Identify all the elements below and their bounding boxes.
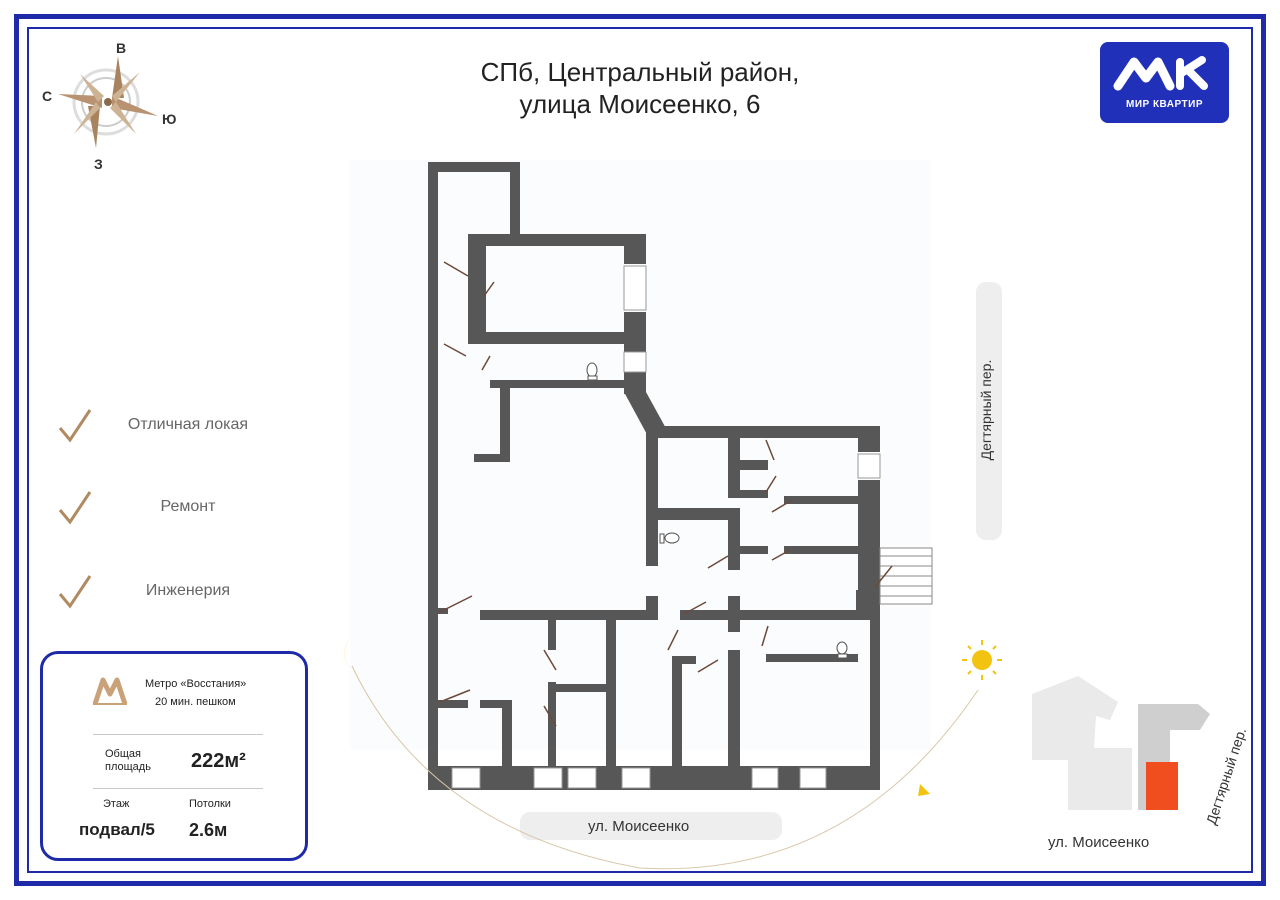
- mini-locator-map: [1032, 676, 1210, 810]
- feature-label: Ремонт: [160, 498, 216, 515]
- title-line-2: улица Моисеенко, 6: [519, 89, 761, 119]
- floor-plan-walls: [428, 162, 880, 790]
- feature-label: Отличная локая: [127, 416, 249, 433]
- compass-west-label: С: [42, 88, 53, 104]
- divider: [93, 734, 263, 735]
- compass-north-label: В: [116, 40, 127, 56]
- area-label: Общая площадь: [105, 748, 151, 773]
- mini-map-street-bottom: ул. Моисеенко: [1048, 834, 1150, 851]
- page-title: СПб, Центральный район, улица Моисеенко,…: [420, 56, 860, 120]
- toilet-icon: [586, 362, 848, 659]
- compass-south-label: З: [94, 156, 103, 172]
- metro-name: Метро «Восстания»: [145, 678, 247, 690]
- inner-frame: [27, 27, 1253, 873]
- entrance-stairs: [879, 547, 933, 605]
- ceiling-label: Потолки: [189, 798, 231, 810]
- ceiling-value: 2.6м: [189, 820, 228, 840]
- compass-rose-icon: [58, 56, 158, 148]
- sun-path: [351, 665, 979, 870]
- check-icon: [58, 409, 92, 443]
- door-swings: [439, 261, 893, 727]
- outer-frame: [14, 14, 1266, 886]
- area-value: 222м²: [191, 750, 246, 772]
- logo-mark-icon: [1113, 56, 1208, 91]
- bottom-street-strip: [520, 812, 782, 840]
- street-label-right: Дегтярный пер.: [978, 359, 994, 461]
- check-icon: [58, 575, 92, 609]
- windows: [451, 265, 881, 789]
- feature-item: Инженерия: [58, 572, 278, 612]
- brand-logo: МИР КВАРТИР: [1100, 42, 1229, 123]
- street-label-bottom: ул. Моисеенко: [588, 818, 690, 835]
- sun-direction-arrow-icon: [918, 784, 930, 796]
- property-highlight: [1146, 762, 1178, 810]
- sun-icon: [962, 640, 1002, 680]
- right-street-strip: [976, 282, 1002, 540]
- compass-east-label: Ю: [162, 111, 177, 127]
- metro-walk-time: 20 мин. пешком: [155, 696, 236, 708]
- divider: [93, 788, 263, 789]
- feature-item: Отличная локая: [58, 406, 278, 446]
- feature-item: Ремонт: [58, 488, 278, 528]
- floor-value: подвал/5: [79, 820, 155, 839]
- floor-label: Этаж: [103, 798, 130, 810]
- title-line-1: СПб, Центральный район,: [480, 57, 800, 87]
- info-card: Метро «Восстания» 20 мин. пешком Общая п…: [40, 651, 308, 861]
- feature-label: Инженерия: [145, 582, 231, 599]
- check-icon: [58, 491, 92, 525]
- compass-rose: В С Ю З: [40, 38, 200, 178]
- metro-icon: [92, 677, 128, 705]
- logo-text: МИР КВАРТИР: [1125, 99, 1204, 110]
